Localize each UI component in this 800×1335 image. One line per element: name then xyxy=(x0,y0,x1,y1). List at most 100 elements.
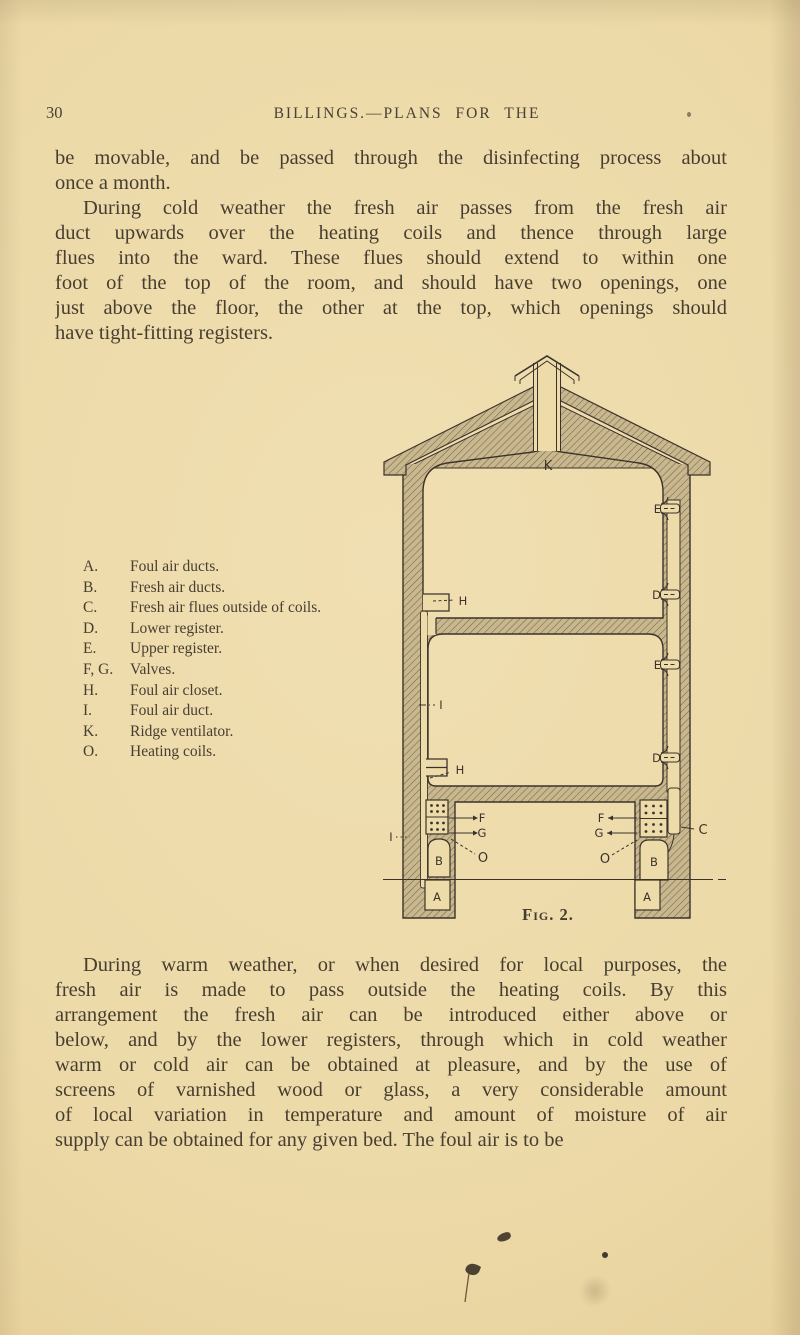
text-line: warm or cold air can be obtained at plea… xyxy=(55,1054,727,1076)
fresh-air-flue-outside-coils xyxy=(667,787,681,835)
figure-legend: A. Foul air ducts. B.Fresh air ducts.C. Fre… xyxy=(83,557,413,763)
label-O-left: O xyxy=(478,851,488,866)
label-F-right: F xyxy=(598,811,605,825)
legend-key: C. xyxy=(83,599,98,617)
page-edge-shadow-right xyxy=(770,0,800,1335)
left-foul-air-flue xyxy=(420,610,428,889)
legend-label: Valves. xyxy=(130,660,176,678)
upper-ward-outline xyxy=(422,449,664,619)
label-H-upper: H xyxy=(459,594,468,608)
legend-key: H. xyxy=(83,681,99,699)
label-B-right: B xyxy=(650,855,658,869)
leader-arrowheads xyxy=(473,815,613,836)
label-H-lower: H xyxy=(456,763,465,777)
legend-row: B.Fresh air ducts. xyxy=(83,578,413,599)
page-edge-shadow-left xyxy=(0,0,22,1335)
label-D-lower: D xyxy=(652,751,661,765)
legend-key: I. xyxy=(83,702,93,720)
label-F-left: F xyxy=(479,811,486,825)
text-line: of local variation in temperature and am… xyxy=(55,1104,727,1126)
legend-label: Lower register. xyxy=(130,619,224,637)
legend-row: E. Upper register. xyxy=(83,639,413,660)
label-D-upper: D xyxy=(652,588,661,602)
text-line: below, and by the lower registers, throu… xyxy=(55,1029,727,1051)
label-G-left: G xyxy=(478,826,487,840)
ink-blot xyxy=(496,1231,512,1243)
lower-ward-outline xyxy=(427,633,664,787)
body-paragraph-bottom: During warm weather, or when desired for… xyxy=(55,953,727,1153)
page-edge-shadow-top xyxy=(0,0,800,26)
legend-label: Ridge ventilator. xyxy=(130,722,234,740)
label-G-right: G xyxy=(595,826,604,840)
label-E-lower: E xyxy=(654,658,661,672)
right-wall-flue xyxy=(666,499,681,793)
legend-key: B. xyxy=(83,578,98,596)
legend-key: F, G. xyxy=(83,660,114,678)
legend-label: Foul air duct. xyxy=(130,702,214,720)
label-B-left: B xyxy=(435,854,443,868)
roof xyxy=(383,379,711,476)
text-line: have tight-fitting registers. xyxy=(55,322,274,344)
label-I-left: I xyxy=(389,830,392,844)
text-line: During warm weather, or when desired for… xyxy=(83,954,727,976)
legend-row: D. Lower register. xyxy=(83,619,413,640)
legend-label: Foul air ducts. xyxy=(130,558,220,575)
text-line: supply can be obtained for any given bed… xyxy=(55,1129,564,1151)
ridge-ventilator-lines xyxy=(533,363,561,451)
legend-row: K. Ridge ventilator. xyxy=(83,722,413,743)
heating-coils-right xyxy=(639,799,668,838)
label-A-right: A xyxy=(643,890,651,904)
legend-key: K. xyxy=(83,722,99,740)
body-paragraphs-top: be movable, and be passed through the di… xyxy=(55,146,727,346)
text-line: duct upwards over the heating coils and … xyxy=(55,222,727,244)
text-line: just above the floor, the other at the t… xyxy=(55,297,727,319)
legend-key: D. xyxy=(83,619,99,637)
legend-row: F, G. Valves. xyxy=(83,660,413,681)
running-header: BILLINGS.—PLANS FOR THE xyxy=(273,105,541,122)
ridge-ventilator-cap xyxy=(514,355,580,384)
legend-row: O. Heating coils. xyxy=(83,742,413,763)
label-I-mid: I xyxy=(439,698,442,712)
pen-flick-mark xyxy=(464,1263,481,1303)
building-outline xyxy=(402,464,691,919)
paragraph-1: be movable, and be passed through the di… xyxy=(55,146,727,196)
floor-slab-flue-gap xyxy=(427,615,436,635)
registers xyxy=(660,503,680,763)
figure-2-illustration: K E D E D H H I I F G O F G O C B B A A xyxy=(383,352,728,928)
ink-smudge xyxy=(578,1276,612,1306)
text-line: be movable, and be passed through the di… xyxy=(55,147,727,169)
label-C: C xyxy=(698,823,707,838)
label-K: K xyxy=(544,459,553,474)
fresh-air-duct-right xyxy=(639,839,669,881)
paragraph-3: During warm weather, or when desired for… xyxy=(55,953,727,1153)
legend-row: H. Foul air closet. xyxy=(83,681,413,702)
foul-air-closet-upper xyxy=(423,593,450,612)
legend-label: Fresh air flues outside of coils. xyxy=(130,599,322,617)
ward-cross-section-figure: K E D E D H H I I F G O F G O C B B A A xyxy=(383,355,726,919)
ink-dot xyxy=(602,1252,608,1258)
text-line: flues into the ward. These flues should … xyxy=(55,247,727,269)
text-line: foot of the top of the room, and should … xyxy=(55,272,727,294)
text-line: screens of varnished wood or glass, a ve… xyxy=(55,1079,727,1101)
legend-label: Foul air closet. xyxy=(130,681,223,699)
foul-air-closet-lower xyxy=(426,758,448,777)
register-moldings xyxy=(660,496,669,770)
label-O-right: O xyxy=(600,852,610,867)
label-E-upper: E xyxy=(654,502,661,516)
label-A-left: A xyxy=(433,890,441,904)
page-number: 30 xyxy=(46,103,63,122)
text-line: arrangement the fresh air can be introdu… xyxy=(55,1004,727,1026)
figure-caption: Fig. 2. xyxy=(522,905,574,924)
legend-key: A. xyxy=(83,558,99,575)
legend-label: Upper register. xyxy=(130,640,223,658)
text-line: fresh air is made to pass outside the he… xyxy=(55,979,727,1001)
legend-row: A. Foul air ducts. xyxy=(83,557,413,578)
legend-key: E. xyxy=(83,640,97,658)
fresh-air-duct-left xyxy=(427,838,451,878)
building-walls xyxy=(403,450,690,918)
legend-key: O. xyxy=(83,743,99,761)
heating-coils-left xyxy=(425,799,449,835)
legend-label: Heating coils. xyxy=(130,743,217,761)
legend-row: C. Fresh air flues outside of coils. xyxy=(83,598,413,619)
